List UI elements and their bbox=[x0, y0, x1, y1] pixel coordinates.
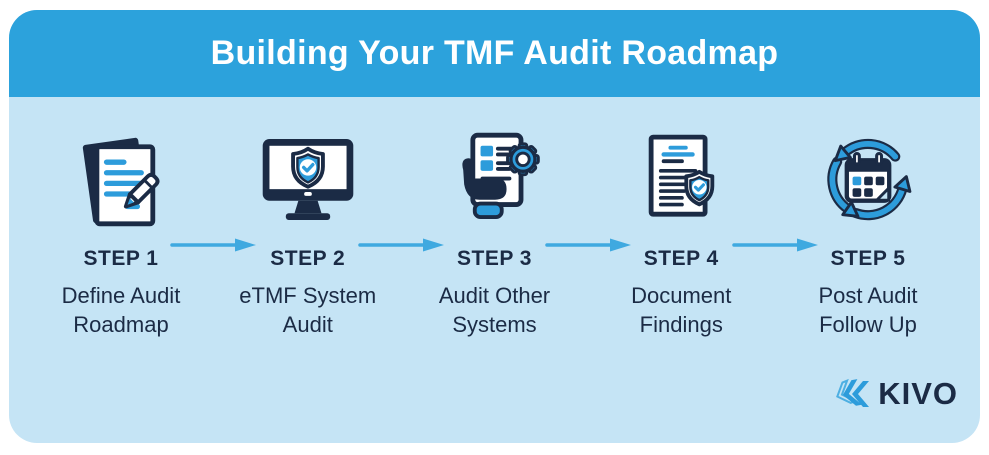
kivo-chevrons-icon bbox=[836, 378, 870, 407]
step-5: STEP 5 Post Audit Follow Up bbox=[775, 127, 961, 339]
logo-text: KIVO bbox=[878, 376, 958, 411]
document-shield-icon bbox=[628, 127, 734, 231]
step-3: STEP 3 Audit Other Systems bbox=[402, 127, 588, 339]
right-arrow-icon bbox=[170, 238, 256, 252]
right-arrow-icon bbox=[732, 238, 818, 252]
right-arrow-icon bbox=[358, 238, 444, 252]
step-2: STEP 2 eTMF System Audit bbox=[215, 127, 401, 339]
step-description: Post Audit Follow Up bbox=[818, 283, 918, 337]
monitor-shield-icon bbox=[255, 127, 361, 231]
step-description: Define Audit Roadmap bbox=[61, 283, 181, 337]
page-title: Building Your TMF Audit Roadmap bbox=[210, 34, 779, 72]
step-label: STEP 2 bbox=[270, 247, 346, 270]
calendar-cycle-icon bbox=[815, 127, 921, 231]
step-label: STEP 3 bbox=[457, 247, 532, 270]
kivo-logo: KIVO bbox=[830, 375, 958, 413]
step-4: STEP 4 Document Findings bbox=[588, 127, 774, 339]
step-description: Audit Other Systems bbox=[438, 283, 551, 337]
step-1: STEP 1 Define Audit Roadmap bbox=[28, 127, 214, 339]
hand-checklist-gear-icon bbox=[442, 127, 548, 231]
steps-row: STEP 1 Define Audit Roadmap bbox=[9, 127, 980, 339]
step-description: Document Findings bbox=[631, 283, 732, 337]
right-arrow-icon bbox=[545, 238, 631, 252]
document-pencil-icon bbox=[68, 127, 174, 231]
step-description: eTMF System Audit bbox=[239, 283, 377, 337]
step-label: STEP 5 bbox=[830, 247, 906, 270]
step-label: STEP 1 bbox=[83, 247, 159, 270]
header-banner: Building Your TMF Audit Roadmap bbox=[9, 10, 980, 97]
step-label: STEP 4 bbox=[643, 247, 719, 270]
infographic-card: Building Your TMF Audit Roadmap bbox=[9, 10, 980, 443]
